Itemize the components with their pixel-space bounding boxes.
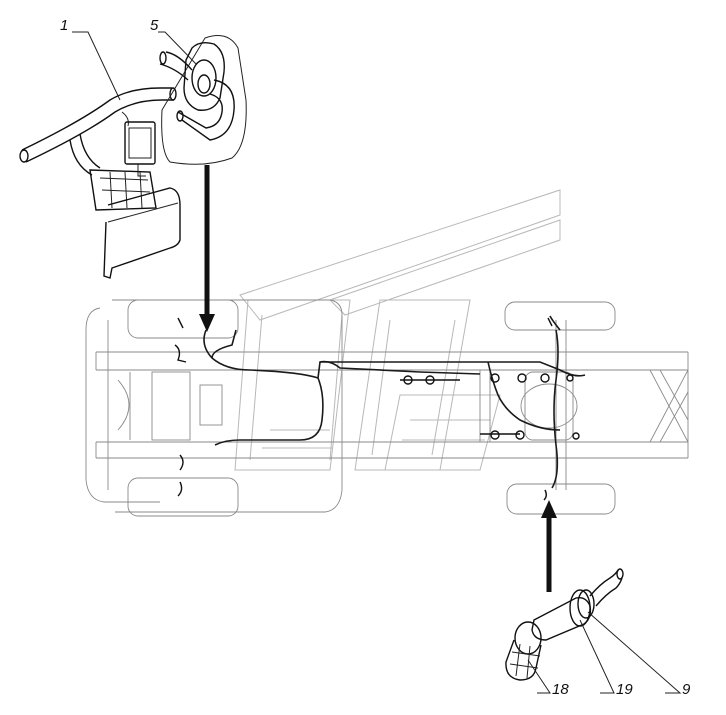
wiring-harness <box>174 315 586 501</box>
leader-lines <box>72 31 682 694</box>
arrow-down <box>199 165 215 332</box>
callout-9: 9 <box>682 681 691 698</box>
callout-5: 5 <box>150 17 159 34</box>
callout-19: 19 <box>616 681 633 698</box>
arrow-up <box>541 500 557 592</box>
detail-grommet <box>159 35 247 165</box>
callout-18: 18 <box>552 681 569 698</box>
callout-1: 1 <box>60 17 69 34</box>
chassis-frame <box>85 299 689 517</box>
detail-sensor-parts <box>505 568 624 681</box>
watermark-logo <box>234 189 561 471</box>
detail-harness-connector <box>19 87 181 279</box>
